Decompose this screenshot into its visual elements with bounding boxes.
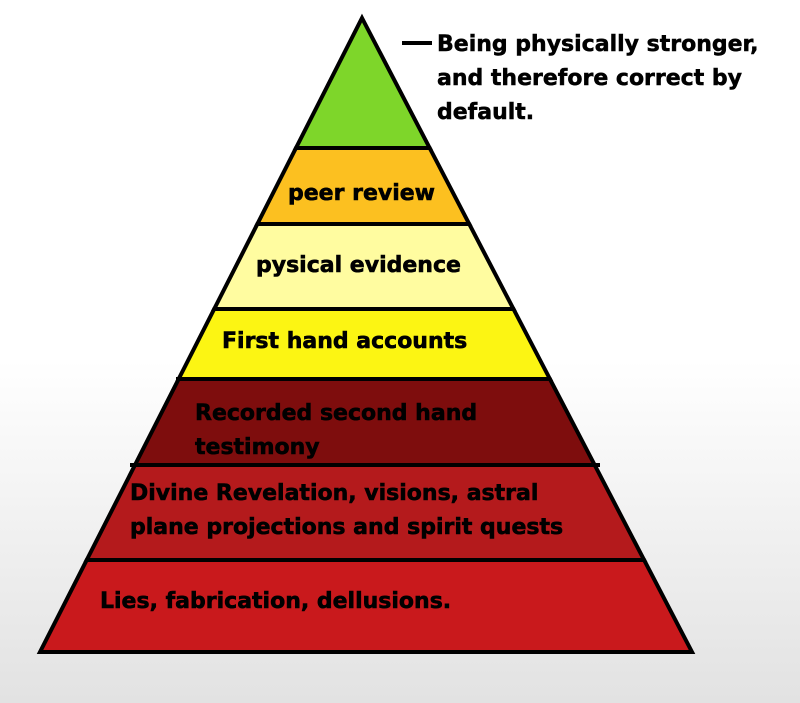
tier-5-label-line-1: Recorded second hand (195, 401, 477, 426)
tier-3-label-line-1: pysical evidence (256, 253, 461, 278)
annotation-line-3: default. (437, 100, 534, 125)
tier-5-label-line-2: testimony (195, 435, 320, 460)
tier-6-label-line-2: plane projections and spirit quests (130, 515, 563, 540)
pyramid-tier-6 (83, 463, 648, 562)
tier-6-label-line-1: Divine Revelation, visions, astral (130, 481, 538, 506)
tier-7-label-line-1: Lies, fabrication, dellusions. (100, 589, 451, 614)
tier-2-label-line-1: peer review (288, 181, 435, 206)
pyramid-tier-7 (36, 558, 696, 654)
pyramid-tiers (36, 13, 696, 654)
annotation-line-1: Being physically stronger, (437, 32, 759, 57)
tier-4-label-line-1: First hand accounts (222, 329, 467, 354)
top-annotation: Being physically stronger, and therefore… (402, 32, 759, 125)
pyramid-tier-1 (292, 13, 433, 150)
annotation-line-2: and therefore correct by (437, 66, 742, 91)
